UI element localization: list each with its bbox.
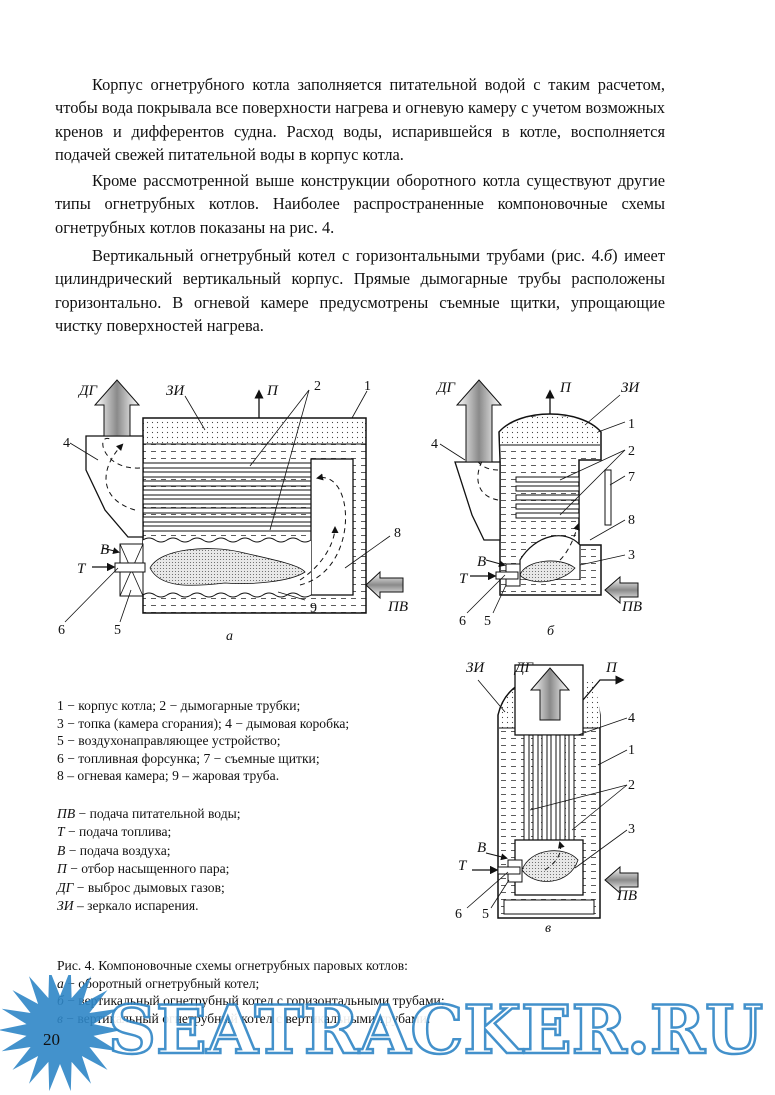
legend-line: 6 − топливная форсунка; 7 − съемные щитк…: [57, 750, 320, 766]
legend-symbol-text: − подача топлива;: [64, 824, 172, 840]
legend-symbol: ЗИ: [57, 897, 74, 913]
diagram-a: [64, 379, 404, 623]
label-v-b: В: [477, 554, 486, 570]
legend-symbol: Т: [57, 824, 65, 840]
num-7-b: 7: [628, 470, 635, 485]
label-p-a: П: [266, 383, 279, 399]
num-4-v: 4: [628, 711, 635, 726]
label-pv-a: ПВ: [387, 599, 408, 615]
num-4-a: 4: [63, 436, 70, 451]
legend-symbol-text: − подача питательной воды;: [75, 806, 241, 821]
legend-symbol-text: − отбор насыщенного пара;: [66, 861, 230, 877]
legend-line: 3 − топка (камера сгорания); 4 − дымовая…: [57, 715, 350, 731]
paragraph-3: Вертикальный огнетрубный котел с горизон…: [55, 244, 665, 338]
paragraph-3-ref: б: [603, 246, 613, 265]
caption-letter: а: [57, 975, 64, 991]
label-zi-v: ЗИ: [466, 660, 485, 676]
num-5-v: 5: [482, 907, 489, 922]
legend-symbols: ПВ − подача питательной воды; Т − подача…: [57, 805, 241, 915]
paragraph-2: Кроме рассмотренной выше конструкции обо…: [55, 171, 665, 237]
num-3-b: 3: [628, 548, 635, 563]
legend-symbol: ПВ: [57, 806, 76, 821]
paragraph-3-end: ) имеет цилиндрический вертикальный корп…: [55, 246, 665, 336]
num-9-a: 9: [310, 601, 317, 616]
num-4-b: 4: [431, 437, 438, 452]
caption-title: Рис. 4. Компоновочные схемы огнетрубных …: [57, 958, 408, 973]
num-2-b: 2: [628, 444, 635, 459]
label-p-v: П: [605, 660, 618, 676]
label-dg-a: ДГ: [77, 383, 99, 399]
legend-symbol-line: Т − подача топлива;: [57, 823, 241, 841]
legend-symbol-line: В − подача воздуха;: [57, 842, 241, 860]
num-5-a: 5: [114, 623, 121, 638]
num-6-b: 6: [459, 614, 466, 629]
sublabel-a: а: [226, 629, 233, 644]
sublabel-v: в: [545, 921, 551, 936]
legend-symbol: ДГ: [57, 879, 74, 895]
num-5-b: 5: [484, 614, 491, 629]
paragraph-3-start: Вертикальный огнетрубный котел с горизон…: [92, 246, 604, 265]
label-dg-v: ДГ: [513, 660, 535, 676]
num-6-a: 6: [58, 623, 65, 638]
num-1-v: 1: [628, 743, 635, 758]
label-t-b: Т: [459, 571, 469, 587]
legend-symbol: В: [57, 842, 66, 858]
num-8-a: 8: [394, 526, 401, 541]
legend-symbol-line: ДГ − выброс дымовых газов;: [57, 879, 241, 897]
legend-line: 8 – огневая камера; 9 – жаровая труба.: [57, 768, 280, 784]
diagram-b: [439, 379, 639, 614]
legend-symbol-line: ЗИ – зеркало испарения.: [57, 897, 241, 915]
caption-text: − вертикальный огнетрубный котел с гориз…: [63, 993, 445, 1009]
legend-symbol-text: − выброс дымовых газов;: [73, 879, 225, 895]
caption-text: − оборотный огнетрубный котел;: [63, 975, 260, 991]
legend-numbers: 1 − корпус котла; 2 − дымогарные трубки;…: [57, 697, 349, 785]
sublabel-b: б: [547, 624, 555, 639]
legend-symbol-text: – зеркало испарения.: [73, 897, 199, 913]
watermark-text: SEATRACKER.RU: [108, 991, 763, 1069]
label-t-a: Т: [77, 561, 87, 577]
label-zi-a: ЗИ: [166, 383, 185, 399]
caption-item: а − оборотный огнетрубный котел;: [57, 975, 445, 993]
legend-symbol-line: ПВ − подача питательной воды;: [57, 805, 241, 823]
num-2-v: 2: [628, 778, 635, 793]
legend-line: 1 − корпус котла; 2 − дымогарные трубки;: [57, 698, 301, 713]
label-v-a: В: [100, 542, 109, 558]
label-p-b: П: [559, 380, 572, 396]
num-3-v: 3: [628, 822, 635, 837]
paragraph-1: Корпус огнетрубного котла заполняется пи…: [55, 75, 665, 165]
legend-symbol-line: П − отбор насыщенного пара;: [57, 860, 241, 878]
legend-symbol: П: [57, 861, 67, 877]
label-v-v: В: [477, 840, 486, 856]
label-zi-b: ЗИ: [621, 380, 640, 396]
label-pv-b: ПВ: [621, 599, 642, 615]
num-1-a: 1: [364, 379, 371, 394]
num-2-a: 2: [314, 379, 321, 394]
diagram-v: [466, 664, 639, 919]
num-6-v: 6: [455, 907, 462, 922]
label-t-v: Т: [458, 858, 468, 874]
star-burst-icon: [0, 975, 122, 1092]
caption-text: − вертикальный огнетрубный котел с верти…: [62, 1010, 431, 1026]
label-pv-v: ПВ: [616, 888, 637, 904]
label-dg-b: ДГ: [435, 380, 457, 396]
num-1-b: 1: [628, 417, 635, 432]
num-8-b: 8: [628, 513, 635, 528]
figure-caption: Рис. 4. Компоновочные схемы огнетрубных …: [57, 957, 445, 1027]
legend-symbol-text: − подача воздуха;: [65, 842, 171, 858]
page-number: 20: [43, 1030, 60, 1049]
watermark: SEATRACKER.RU: [0, 975, 764, 1092]
legend-line: 5 − воздухонаправляющее устройство;: [57, 733, 281, 749]
